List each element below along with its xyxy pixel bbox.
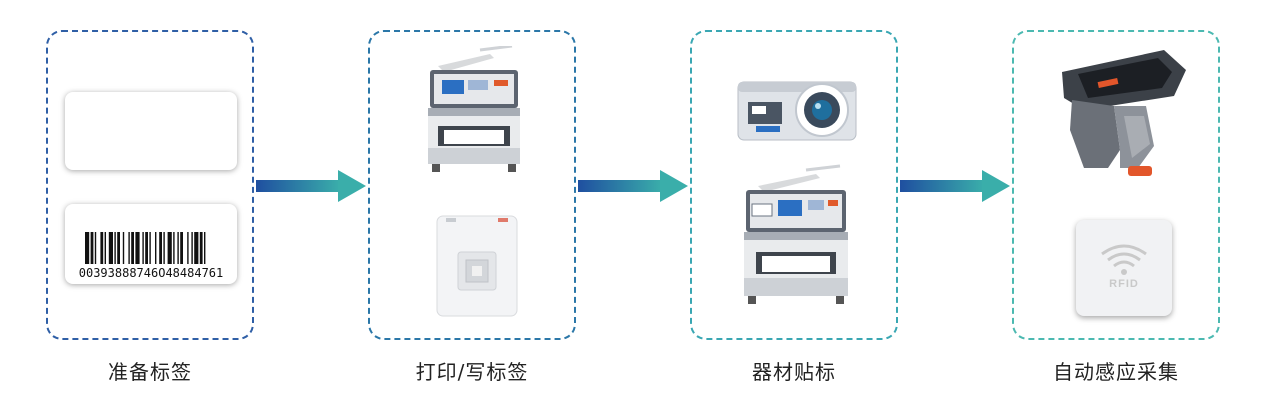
barcode-bar — [199, 232, 203, 264]
stage-equipment-tagging-box — [690, 30, 898, 340]
tagged-printer-icon — [744, 164, 848, 304]
barcode-bar — [159, 232, 162, 264]
stage-caption-auto-sensing: 自动感应采集 — [1053, 360, 1179, 384]
barcode-bar — [128, 232, 130, 264]
barcode-bar — [142, 232, 144, 264]
rfid-reader-label: RFID — [1109, 278, 1139, 290]
barcode-bar — [204, 232, 206, 264]
flow-arrow-1 — [256, 170, 366, 202]
printer-icon — [428, 46, 520, 172]
wireless-signal-icon — [1101, 244, 1147, 275]
barcode-bar — [90, 232, 94, 264]
barcode-bar — [191, 232, 193, 264]
projector-icon — [737, 81, 857, 141]
barcode-bar — [100, 232, 104, 264]
barcode-bar — [167, 232, 172, 264]
stage-prepare-label-box: 00393888746O48484761 — [46, 30, 254, 340]
barcode-bar — [85, 232, 90, 264]
barcode-icon — [85, 232, 206, 264]
barcode-bar — [155, 232, 157, 264]
barcode-bar — [180, 232, 183, 264]
flow-arrow-2 — [578, 170, 688, 202]
barcode-bar — [104, 232, 106, 264]
stage-caption-print-write: 打印/写标签 — [415, 360, 529, 384]
barcode-bar — [194, 232, 199, 264]
stage-print-write-box — [368, 30, 576, 340]
stage-caption-prepare: 准备标签 — [108, 360, 192, 384]
barcode-bar — [187, 232, 189, 264]
barcode-bar — [108, 232, 113, 264]
handheld-rfid-scanner-icon — [1062, 50, 1186, 176]
barcode-bar — [114, 232, 116, 264]
barcode-bar — [173, 232, 175, 264]
stage-auto-sensing-box: RFID — [1012, 30, 1220, 340]
barcode-bar — [149, 232, 151, 264]
fixed-rfid-reader: RFID — [1076, 220, 1172, 316]
barcode-bar — [177, 232, 179, 264]
flow-arrow-3 — [900, 170, 1010, 202]
barcode-bar — [122, 232, 125, 264]
rfid-writer-icon — [436, 215, 518, 317]
barcode-bar — [131, 232, 134, 264]
barcode-bar — [145, 232, 148, 264]
barcode-bar — [117, 232, 120, 264]
barcode-bar — [135, 232, 140, 264]
stage-caption-equipment-tagging: 器材贴标 — [752, 360, 836, 384]
barcode-bar — [94, 232, 97, 264]
barcode-label-card: 00393888746O48484761 — [65, 204, 237, 284]
barcode-number: 00393888746O48484761 — [78, 266, 224, 280]
barcode-bar — [163, 232, 165, 264]
blank-label-card — [65, 92, 237, 170]
